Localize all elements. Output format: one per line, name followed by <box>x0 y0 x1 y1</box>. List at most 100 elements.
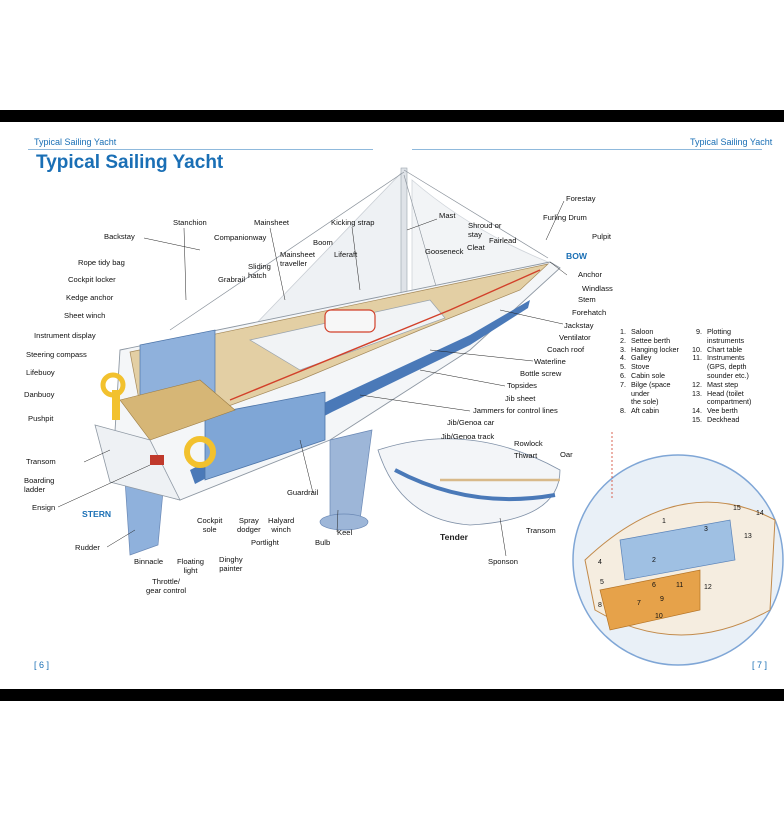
label-windlass: Windlass <box>582 284 613 293</box>
inset-settee-shape <box>619 519 736 581</box>
shroud-line <box>403 174 441 301</box>
legend-item: 8.Aft cabin <box>620 406 659 416</box>
bulb-shape <box>319 513 369 531</box>
label-boom: Boom <box>313 238 333 247</box>
label-danbuoy: Danbuoy <box>24 390 55 399</box>
legend-item: 9.Plotting instruments <box>696 327 745 345</box>
label-stanchion: Stanchion <box>173 218 207 227</box>
label-jib-sheet: Jib sheet <box>505 394 536 403</box>
label-oar: Oar <box>560 450 573 459</box>
spray-dodger-shape <box>204 391 326 481</box>
label-floating-light: Floating light <box>177 557 205 575</box>
legend-item: 1.Saloon <box>620 327 654 336</box>
label-boarding-ladder: Boarding ladder <box>24 476 55 494</box>
label-companionway: Companionway <box>214 233 267 242</box>
running-head-left: Typical Sailing Yacht <box>34 137 117 147</box>
label-steering-compass: Steering compass <box>26 350 87 359</box>
legend-left: 1.Saloon 2.Settee berth 3.Hanging locker… <box>614 327 686 416</box>
label-mainsheet: Mainsheet <box>254 218 290 227</box>
label-instrument-display: Instrument display <box>34 331 96 340</box>
inset-number: 14 <box>756 510 764 517</box>
label-sliding-hatch: Sliding hatch <box>248 262 271 280</box>
lifebuoy-shape <box>184 436 216 468</box>
label-shroud: Shroud or stay <box>468 221 502 239</box>
label-bulb: Bulb <box>315 538 331 547</box>
label-thwart: Thwart <box>514 451 538 460</box>
label-bottle-screw: Bottle screw <box>520 369 562 378</box>
label-rope-tidy-bag: Rope tidy bag <box>78 258 125 267</box>
legend-item: 14.Vee berth <box>692 406 738 416</box>
top-black-bar <box>0 110 784 122</box>
running-head-right: Typical Sailing Yacht <box>690 137 773 147</box>
cockpit-sole-shape <box>119 379 236 441</box>
label-grabrail: Grabrail <box>218 275 246 284</box>
label-halyard-winch: Halyard winch <box>268 516 295 534</box>
ensign-shape <box>150 455 164 465</box>
legend-item: 5.Stove <box>620 362 650 372</box>
legend-item: 3.Hanging locker <box>620 344 679 354</box>
label-jib-genoa-car: Jib/Genoa car <box>447 418 495 427</box>
inset-number: 4 <box>598 559 602 566</box>
label-cockpit-sole: Cockpit sole <box>197 516 223 534</box>
label-guardrail: Guardrail <box>287 488 319 497</box>
label-kicking-strap: Kicking strap <box>331 218 375 227</box>
legend-right: 9.Plotting instruments 10.Chart table 11… <box>690 327 776 425</box>
label-keel: Keel <box>337 528 353 537</box>
label-jackstay: Jackstay <box>564 321 594 330</box>
inset-number: 13 <box>744 533 752 540</box>
inset-number: 7 <box>637 600 641 607</box>
label-cleat: Cleat <box>467 243 485 252</box>
label-fairlead: Fairlead <box>489 236 517 245</box>
label-stem: Stem <box>578 295 596 304</box>
label-gooseneck: Gooseneck <box>425 247 464 256</box>
legend-item: 13.Head (toilet compartment) <box>692 388 752 407</box>
inset-number: 8 <box>598 602 602 609</box>
tender-shape <box>377 438 561 526</box>
danbuoy-shape <box>112 390 120 420</box>
label-rudder: Rudder <box>75 543 100 552</box>
inset-number: 3 <box>704 526 708 533</box>
label-spray-dodger: Spray dodger <box>237 516 261 534</box>
label-transom-hull: Transom <box>26 457 56 466</box>
inset-number: 12 <box>704 584 712 591</box>
label-binnacle: Binnacle <box>134 557 164 566</box>
liferaft-shape <box>324 309 376 333</box>
legend-item: 6.Cabin sole <box>620 370 665 380</box>
page-number-right: [ 7 ] <box>752 660 768 670</box>
label-ensign: Ensign <box>32 503 56 512</box>
label-backstay: Backstay <box>104 232 135 241</box>
forestay-line <box>403 169 549 259</box>
bow-label: BOW <box>566 251 588 261</box>
legend-item: 2.Settee berth <box>620 335 671 345</box>
inset-number: 10 <box>655 613 663 620</box>
label-waterline: Waterline <box>534 357 566 366</box>
legend-item: 15.Deckhead <box>692 414 740 424</box>
inset-number: 6 <box>652 582 656 589</box>
label-sheet-winch: Sheet winch <box>64 311 106 320</box>
legend-item: 11.Instruments (GPS, depth sounder etc.) <box>692 353 749 380</box>
stern-label: STERN <box>82 509 112 519</box>
label-kedge-anchor: Kedge anchor <box>66 293 114 302</box>
inset-number: 2 <box>652 557 656 564</box>
label-sponson: Sponson <box>488 557 518 566</box>
inset-number: 5 <box>600 579 604 586</box>
label-rowlock: Rowlock <box>514 439 543 448</box>
label-portlight: Portlight <box>251 538 279 547</box>
tender-label: Tender <box>440 532 469 542</box>
label-pushpit: Pushpit <box>28 414 54 423</box>
legend-item: 12.Mast step <box>692 379 739 389</box>
legend-item: 7.Bilge (space under the sole) <box>620 379 671 407</box>
label-forestay: Forestay <box>566 194 596 203</box>
label-cockpit-locker: Cockpit locker <box>68 275 116 284</box>
inset-number: 9 <box>660 596 664 603</box>
label-lifebuoy: Lifebuoy <box>26 368 55 377</box>
label-mast: Mast <box>439 211 456 220</box>
legend-item: 10.Chart table <box>692 344 743 354</box>
inset-number: 15 <box>733 505 741 512</box>
label-throttle: Throttle/ gear control <box>146 577 187 595</box>
transom-shape <box>94 424 181 501</box>
backstay-line <box>169 171 405 331</box>
keel-shape <box>329 429 373 526</box>
legend-item: 4.Galley <box>620 353 652 363</box>
